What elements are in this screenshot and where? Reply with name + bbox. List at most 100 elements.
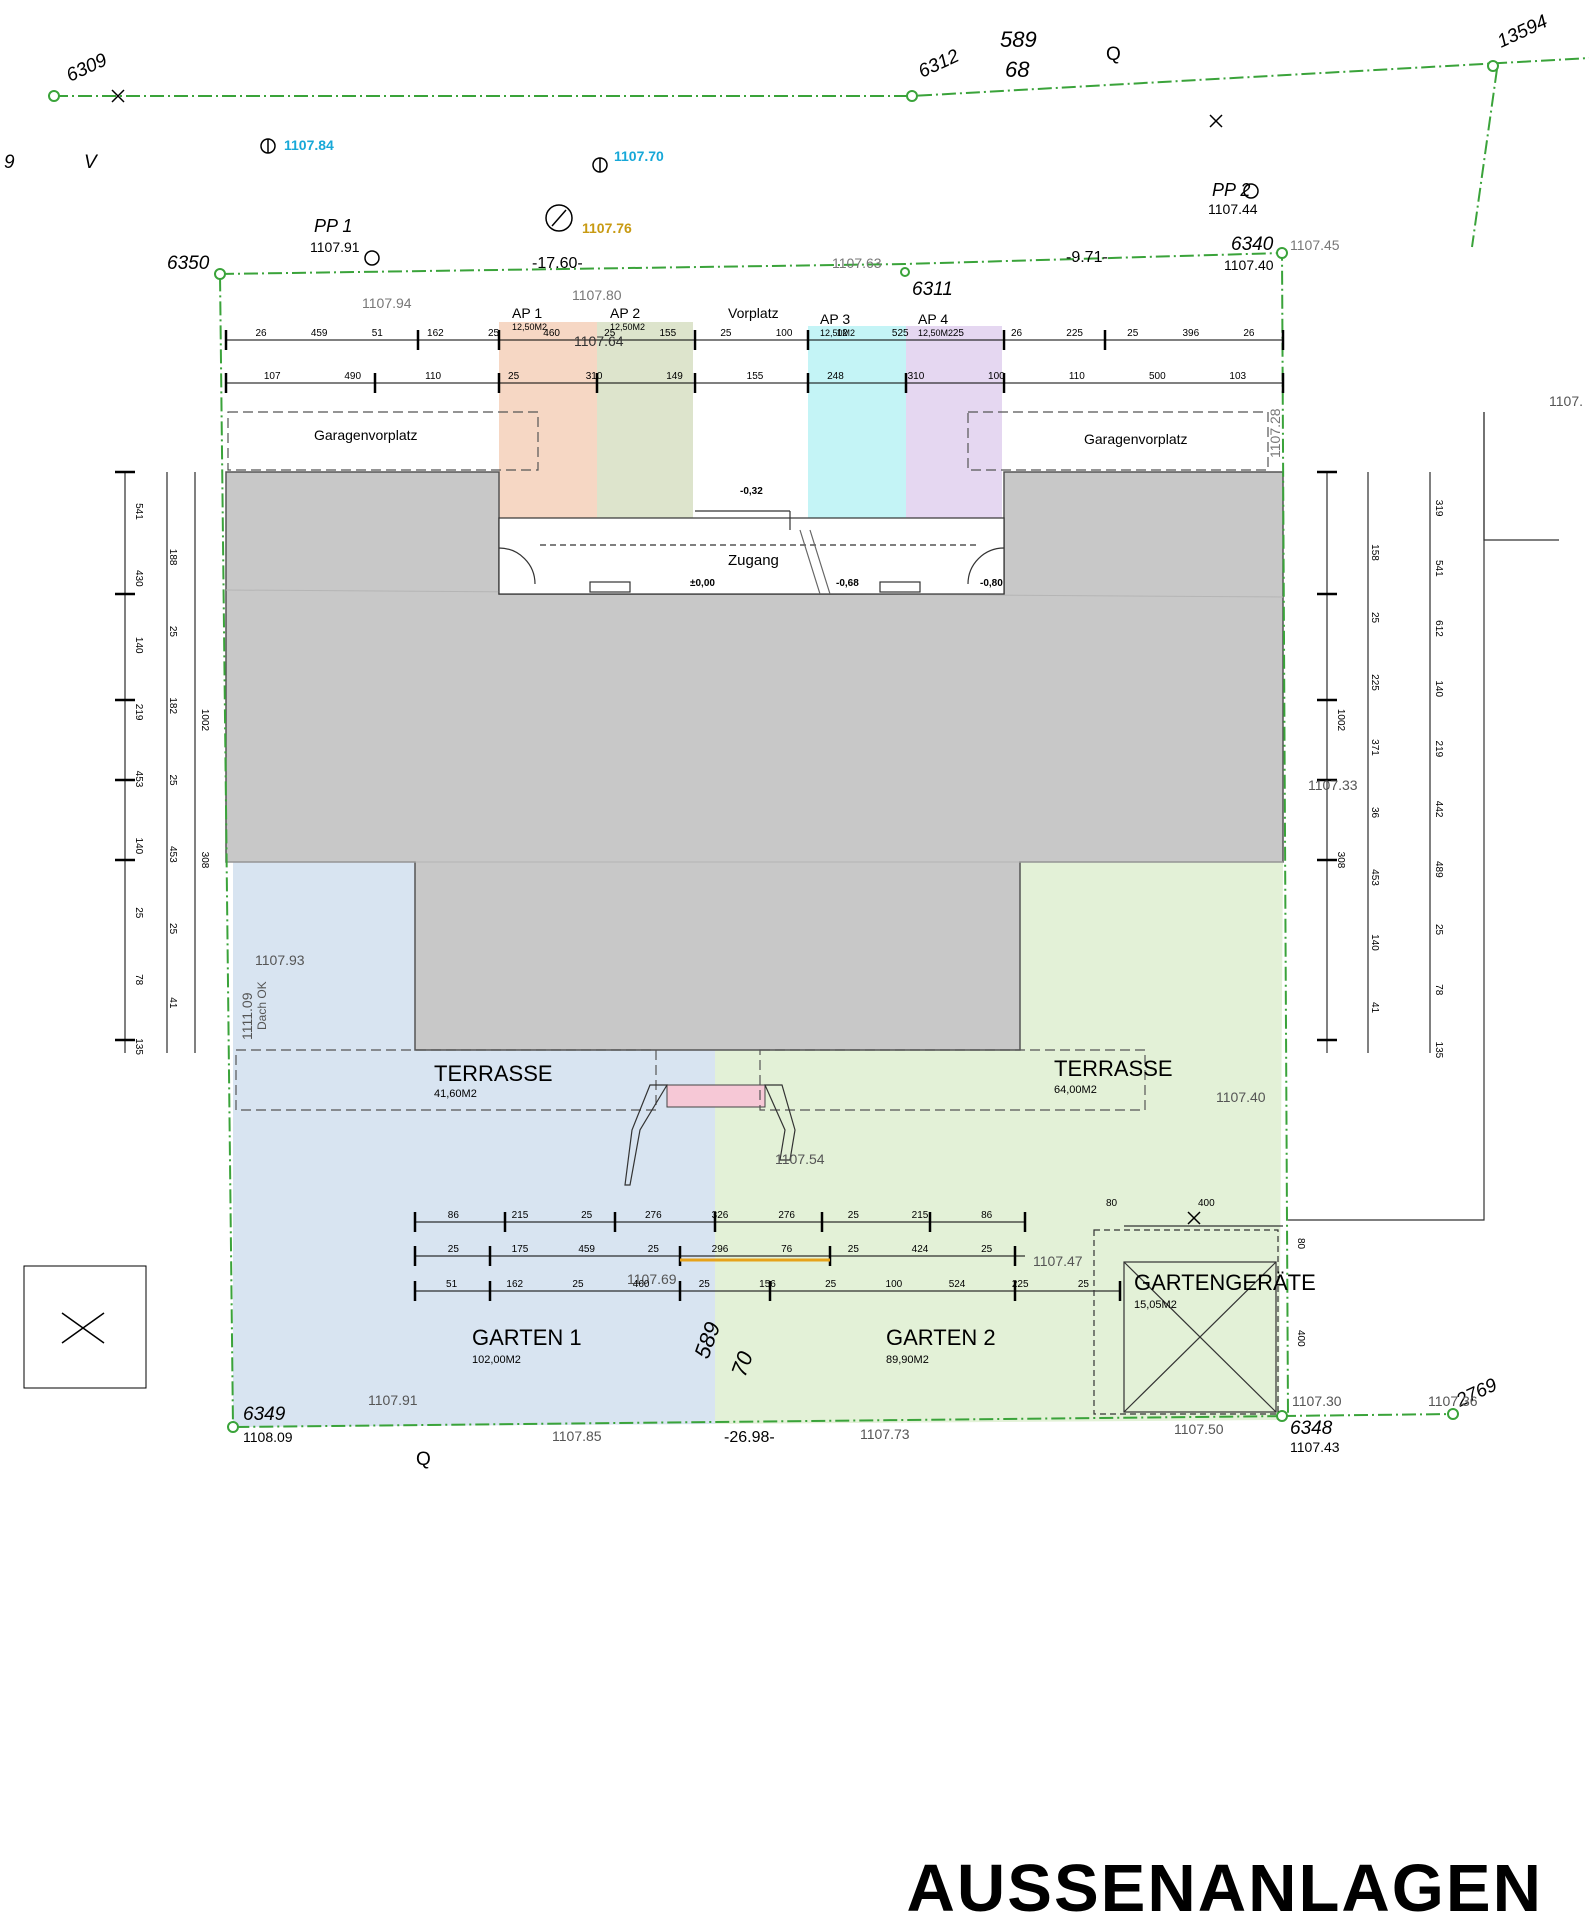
elev-1107-edge: 1107. xyxy=(1549,393,1583,409)
dimension-left-outer-3: 219 xyxy=(133,704,144,721)
dimension-left-outer-6: 25 xyxy=(133,907,144,919)
dimension-ticks xyxy=(115,330,1337,1301)
dimension-left-middle-6: 41 xyxy=(167,997,178,1009)
entrance-zugang xyxy=(498,510,1005,595)
dimension-top-row1-10: 12 xyxy=(837,328,849,339)
p6349-elevation: 1108.09 xyxy=(243,1429,293,1445)
dimension-right-middle-4: 36 xyxy=(1369,807,1380,819)
dimension-top-row2-10: 110 xyxy=(1069,371,1085,382)
gartengeraete-label: GARTENGERÄTE xyxy=(1134,1270,1316,1295)
dimension-bottom-row3-3: 460 xyxy=(633,1279,650,1290)
dimension-bottom-row1-8: 86 xyxy=(981,1210,993,1221)
dimension-bottom-row2-6: 25 xyxy=(848,1244,860,1255)
terrace-steps xyxy=(624,1084,796,1186)
room-labels: AP 1 12,50M2 AP 2 12,50M2 AP 3 12,50M2 A… xyxy=(239,305,1316,1366)
terrasse-left-area: 41,60M2 xyxy=(434,1088,477,1100)
parcel-6348: 6348 xyxy=(1290,1418,1333,1439)
dimension-bottom-row1-6: 25 xyxy=(848,1210,860,1221)
ap1-area xyxy=(499,322,597,518)
dimension-right-outer-0: 319 xyxy=(1433,500,1444,517)
elev-1107-36: 1107.36 xyxy=(1428,1393,1478,1409)
parcel-6309: 6309 xyxy=(63,49,111,86)
level-minus-080: -0,80 xyxy=(980,578,1003,589)
dimension-right-outer-5: 442 xyxy=(1433,801,1444,818)
vorplatz-label: Vorplatz xyxy=(728,305,779,321)
dimension-bottom-row3-7: 100 xyxy=(886,1279,903,1290)
level-minus-068: -0,68 xyxy=(836,578,859,589)
dimension-top-row2-2: 110 xyxy=(425,371,441,382)
elev-1107-63: 1107.63 xyxy=(832,255,882,271)
dimension-top-row1-7: 155 xyxy=(659,328,676,339)
dimension-right-middle-0: 158 xyxy=(1369,544,1380,561)
dimension-top-row1-3: 162 xyxy=(427,328,444,339)
dimension-bottom-row2-0: 25 xyxy=(448,1244,460,1255)
dimension-shed-0: 80 xyxy=(1106,1198,1118,1209)
dimension-bottom-row1-7: 215 xyxy=(912,1210,929,1221)
dimension-left-outer-5: 140 xyxy=(133,838,144,855)
dimension-top-row2-8: 310 xyxy=(908,371,925,382)
dimension-top-row2-1: 490 xyxy=(344,371,361,382)
dach-ok-label: Dach OK xyxy=(255,981,269,1030)
dimension-lines xyxy=(124,339,1431,1292)
ap4-area xyxy=(906,326,1002,522)
dimension-right-middle-2: 225 xyxy=(1369,674,1380,691)
dimension-shed-2: 80 xyxy=(1295,1238,1306,1250)
elev-1107-54: 1107.54 xyxy=(775,1151,825,1167)
zugang-label: Zugang xyxy=(728,552,779,569)
parcel-589-68-bottom: 68 xyxy=(1005,57,1030,82)
dimension-bottom-row2-3: 25 xyxy=(648,1244,660,1255)
dimension-left-middle-0: 188 xyxy=(167,549,178,566)
dimension-top-row1-8: 25 xyxy=(720,328,732,339)
dimension-top-row1-4: 25 xyxy=(488,328,500,339)
elev-1107-50: 1107.50 xyxy=(1174,1421,1224,1437)
gartengeraete-shed xyxy=(1093,1225,1283,1415)
dimension-right-outer-6: 489 xyxy=(1433,861,1444,878)
dimension-left-middle-1: 25 xyxy=(167,626,178,638)
dimension-bottom-row3-1: 162 xyxy=(506,1279,523,1290)
dimension-bottom-row1-3: 276 xyxy=(645,1210,662,1221)
elev-1107-69: 1107.69 xyxy=(627,1271,677,1287)
ap4-label: AP 4 xyxy=(918,311,948,327)
garden-1-area xyxy=(233,862,715,1427)
pp1-elevation: 1107.91 xyxy=(310,239,360,255)
dimension-bottom-row3-9: 225 xyxy=(1012,1279,1029,1290)
elev-1107-91: 1107.91 xyxy=(368,1392,418,1408)
dimension-bottom-row1-2: 25 xyxy=(581,1210,593,1221)
pp1-label: PP 1 xyxy=(314,216,352,236)
gartengeraete-area: 15,05M2 xyxy=(1134,1299,1177,1311)
elev-cyan-1: 1107.84 xyxy=(284,137,334,153)
ap4-area-label: 12,50M2 xyxy=(918,328,953,338)
dimension-top-row1-11: 525 xyxy=(892,328,909,339)
ap3-area-label: 12,50M2 xyxy=(820,328,855,338)
dimension-top-row2-12: 103 xyxy=(1229,371,1246,382)
level-zero: ±0,00 xyxy=(690,578,715,589)
dimension-top-row2-7: 248 xyxy=(827,371,844,382)
parcel-left-v: V xyxy=(84,152,99,173)
garagenvorplatz-outlines xyxy=(227,411,1269,1111)
dimension-bottom-row3-8: 524 xyxy=(949,1279,966,1290)
dimension-bottom-row2-4: 296 xyxy=(712,1244,729,1255)
dimension-bottom-row1-1: 215 xyxy=(512,1210,529,1221)
elev-1107-30: 1107.30 xyxy=(1292,1393,1342,1409)
dimension-bottom-row3-5: 156 xyxy=(759,1279,776,1290)
dimension-left-middle-3: 25 xyxy=(167,774,178,786)
dimension-left-outer-1: 430 xyxy=(133,570,144,587)
ap3-label: AP 3 xyxy=(820,311,850,327)
dimension-left-middle-2: 182 xyxy=(167,697,178,714)
distance-labels: -17.60- -9.71- -26.98- xyxy=(532,249,1108,1446)
garagenvorplatz-right-label: Garagenvorplatz xyxy=(1084,431,1188,447)
right-neighbour-outline xyxy=(1288,412,1559,1221)
dimension-top-row2-9: 100 xyxy=(988,371,1005,382)
dimension-right-middle-6: 140 xyxy=(1369,934,1380,951)
dimension-right-outer-2: 612 xyxy=(1433,620,1444,637)
level-minus-032: -0,32 xyxy=(740,486,763,497)
dimension-left-outer-4: 453 xyxy=(133,771,144,788)
dimension-top-row1-2: 51 xyxy=(372,328,384,339)
parcel-13594: 13594 xyxy=(1494,11,1551,52)
elev-1107-93: 1107.93 xyxy=(255,952,305,968)
cross-markers xyxy=(61,89,1223,1344)
garten1-area: 102,00M2 xyxy=(472,1354,521,1366)
neighbour-box xyxy=(23,1265,147,1389)
dimension-bottom-row2-7: 424 xyxy=(912,1244,929,1255)
